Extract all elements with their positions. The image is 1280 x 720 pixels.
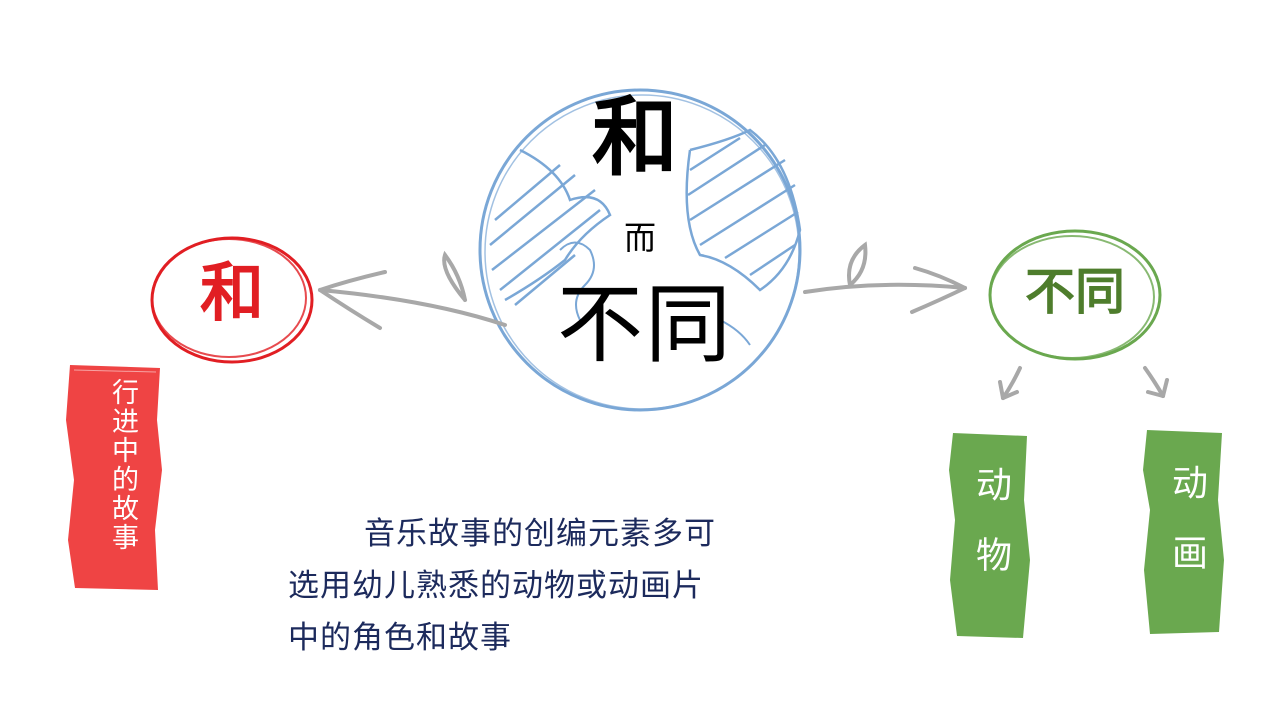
right-node-circle	[988, 229, 1162, 361]
center-globe	[478, 88, 802, 412]
right-tag2-text: 动画	[1166, 464, 1207, 604]
right-tag1-shape	[949, 433, 1030, 638]
down-arrow-right	[1143, 366, 1169, 398]
left-tag-text: 行进中的故事	[107, 378, 138, 552]
right-tag1-text: 动物	[970, 466, 1011, 606]
body-line-1-text: 音乐故事的创编元素多可	[364, 516, 716, 552]
body-line-1: 音乐故事的创编元素多可	[288, 508, 788, 560]
body-line-3: 中的角色和故事	[288, 620, 512, 656]
body-paragraph: 音乐故事的创编元素多可 选用幼儿熟悉的动物或动画片 中的角色和故事	[288, 508, 788, 664]
left-arrow	[318, 250, 507, 330]
right-tag2-shape	[1143, 430, 1224, 634]
body-line-2: 选用幼儿熟悉的动物或动画片	[288, 568, 704, 604]
right-arrow	[803, 241, 967, 314]
down-arrow-left	[998, 366, 1022, 400]
left-node-circle	[150, 236, 314, 364]
center-mid-char: 而	[623, 219, 656, 257]
left-node-label: 和	[200, 256, 264, 331]
right-node-label: 不同	[1025, 262, 1125, 321]
center-top-char: 和	[592, 87, 678, 188]
left-tag-shape	[66, 365, 162, 590]
center-bottom-chars: 不同	[557, 275, 733, 375]
